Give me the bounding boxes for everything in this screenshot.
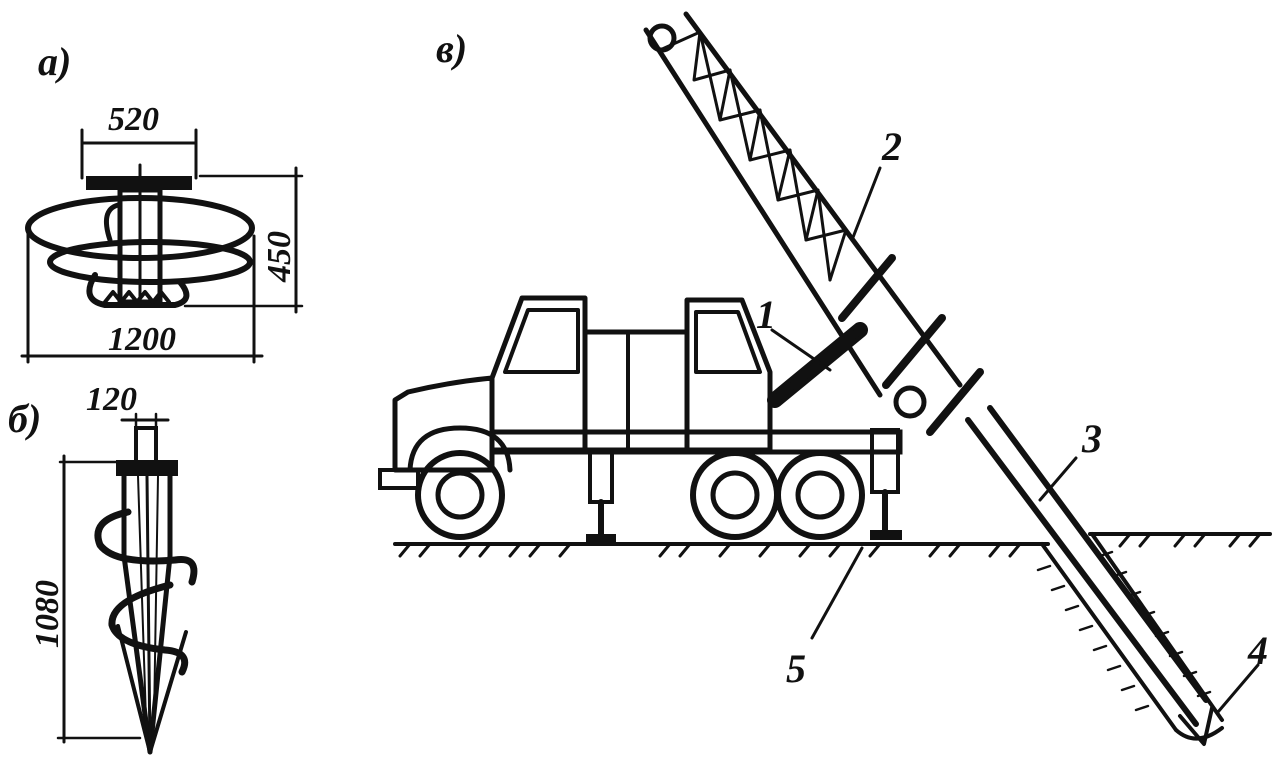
truck (378, 295, 903, 542)
dimension-1080: 1080 (29, 454, 142, 744)
outrigger-rear (870, 428, 902, 540)
dimension-450: 450 (183, 166, 304, 314)
operator-window (694, 310, 762, 374)
callout-1: 1 (756, 292, 776, 337)
ground-surface (393, 532, 1272, 558)
outrigger-front (586, 450, 616, 542)
callout-2: 2 (881, 124, 902, 169)
callout-leaders (770, 166, 1260, 714)
drilling-mast (643, 11, 984, 436)
cab-window (503, 308, 580, 374)
dimension-120-label: 120 (86, 381, 137, 418)
panel-a-auger: а) 520 450 (20, 39, 304, 364)
callout-4: 4 (1247, 628, 1268, 673)
callout-5: 5 (786, 646, 806, 691)
drill-rod (965, 405, 1214, 746)
panel-b-label: б) (8, 396, 41, 441)
dimension-520-label: 520 (108, 101, 159, 138)
dimension-520: 520 (80, 101, 198, 180)
panel-a-label: а) (38, 39, 71, 84)
dimension-1200-label: 1200 (108, 321, 176, 358)
panel-v-drilling-rig: в) (378, 11, 1272, 746)
drill-spiral (94, 508, 198, 754)
front-wheel (407, 425, 513, 540)
drill-shaft (134, 426, 158, 464)
dimension-1200: 1200 (20, 226, 264, 364)
front-bumper (378, 468, 420, 490)
rear-wheel-1 (690, 450, 780, 540)
panel-v-label: в) (436, 26, 467, 71)
dimension-1080-label: 1080 (29, 580, 66, 648)
panel-b-drill: б) 120 1080 (8, 381, 198, 755)
drill-flange (116, 460, 178, 476)
drill-bit (1178, 706, 1214, 746)
callout-3: 3 (1081, 416, 1102, 461)
rear-wheel-2 (775, 450, 865, 540)
dimension-450-label: 450 (261, 231, 298, 283)
